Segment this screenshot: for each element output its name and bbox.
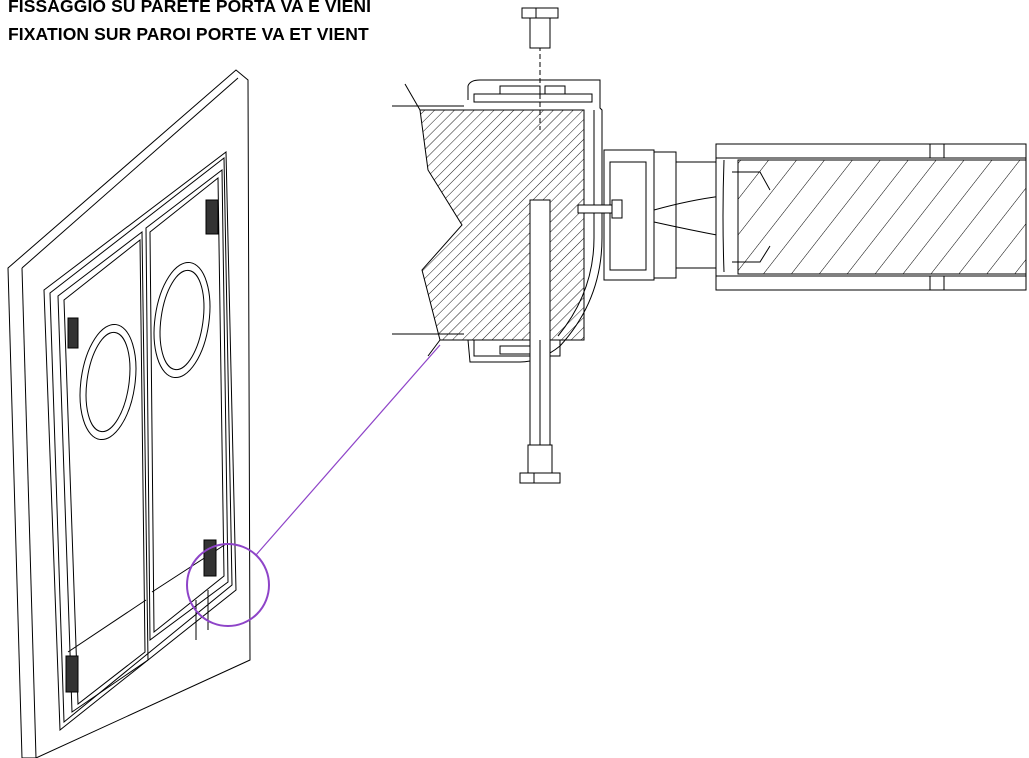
title-block: FISSAGGIO SU PARETE PORTA VA E VIENI FIX… xyxy=(8,0,371,48)
title-french: FIXATION SUR PAROI PORTE VA ET VIENT xyxy=(8,24,369,44)
wall-frame-outer xyxy=(7,69,251,758)
hinge-block xyxy=(577,149,723,281)
door-leaf-right xyxy=(145,169,229,641)
door-leaf-section xyxy=(715,143,1027,291)
wall-section xyxy=(419,109,585,341)
callout-leader xyxy=(255,344,441,556)
door-leaf-left xyxy=(57,231,149,713)
detail-callout xyxy=(186,344,441,627)
callout-circle xyxy=(186,543,270,627)
porthole-left xyxy=(79,323,137,441)
door-frame-inner xyxy=(43,151,237,732)
porthole-right xyxy=(153,261,211,379)
hinge-mid-left xyxy=(67,317,79,349)
section-detail-view xyxy=(392,7,1027,484)
hinge-top-right xyxy=(205,199,219,235)
screw-top xyxy=(521,7,559,49)
door-perspective-view xyxy=(7,69,251,758)
screw-bottom xyxy=(519,444,561,484)
title-italian: FISSAGGIO SU PARETE PORTA VA E VIENI xyxy=(8,0,372,16)
hinge-bottom-left xyxy=(65,655,79,693)
